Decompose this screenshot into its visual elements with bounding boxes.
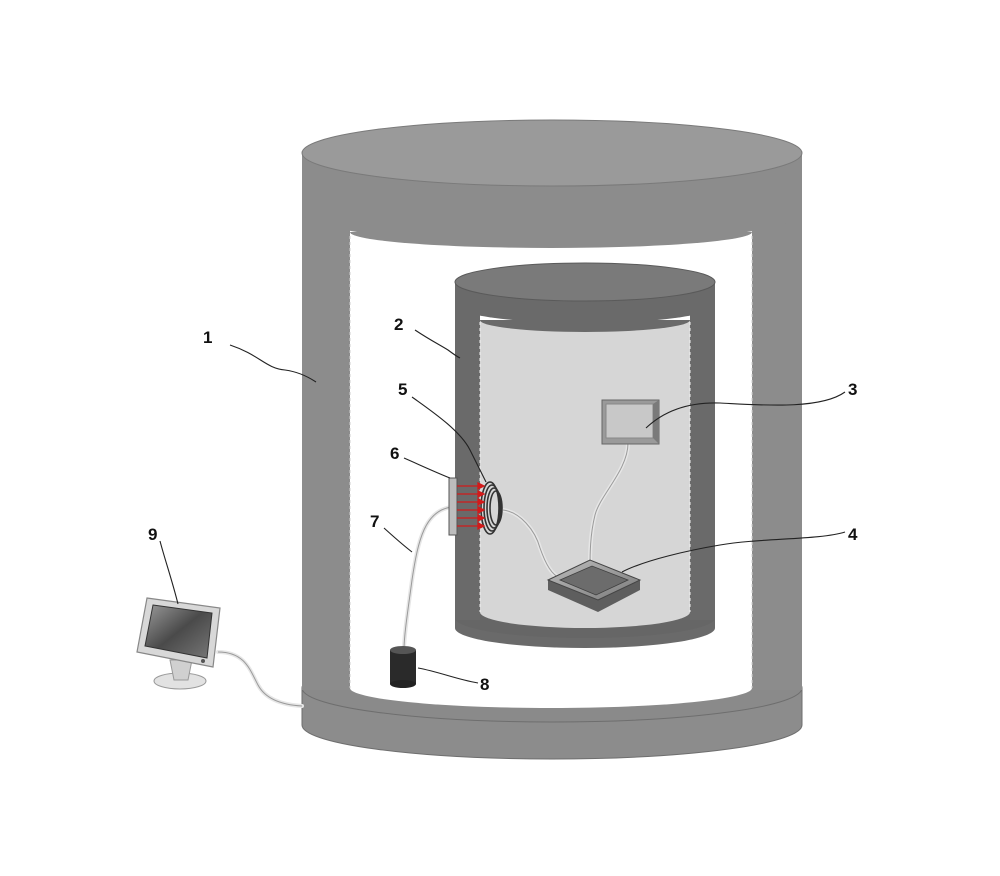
label-7: 7: [370, 512, 379, 531]
outer-vessel-lid: [302, 120, 802, 186]
outer-vessel-left-wall: [302, 190, 350, 690]
monitor-icon: [137, 598, 220, 689]
label-4: 4: [848, 525, 858, 544]
cable-monitor: [218, 652, 302, 706]
label-9: 9: [148, 525, 157, 544]
label-1: 1: [203, 328, 212, 347]
label-3: 3: [848, 380, 857, 399]
label-2: 2: [394, 315, 403, 334]
inner-vessel-right-wall: [690, 285, 715, 620]
label-5: 5: [398, 380, 407, 399]
outer-vessel-right-wall: [752, 190, 802, 690]
component-3-box: [602, 400, 659, 444]
label-6: 6: [390, 444, 399, 463]
inner-vessel-lid: [455, 263, 715, 301]
inner-vessel-left-wall: [455, 285, 480, 620]
component-8-cylinder: [390, 646, 416, 688]
label-8: 8: [480, 675, 489, 694]
